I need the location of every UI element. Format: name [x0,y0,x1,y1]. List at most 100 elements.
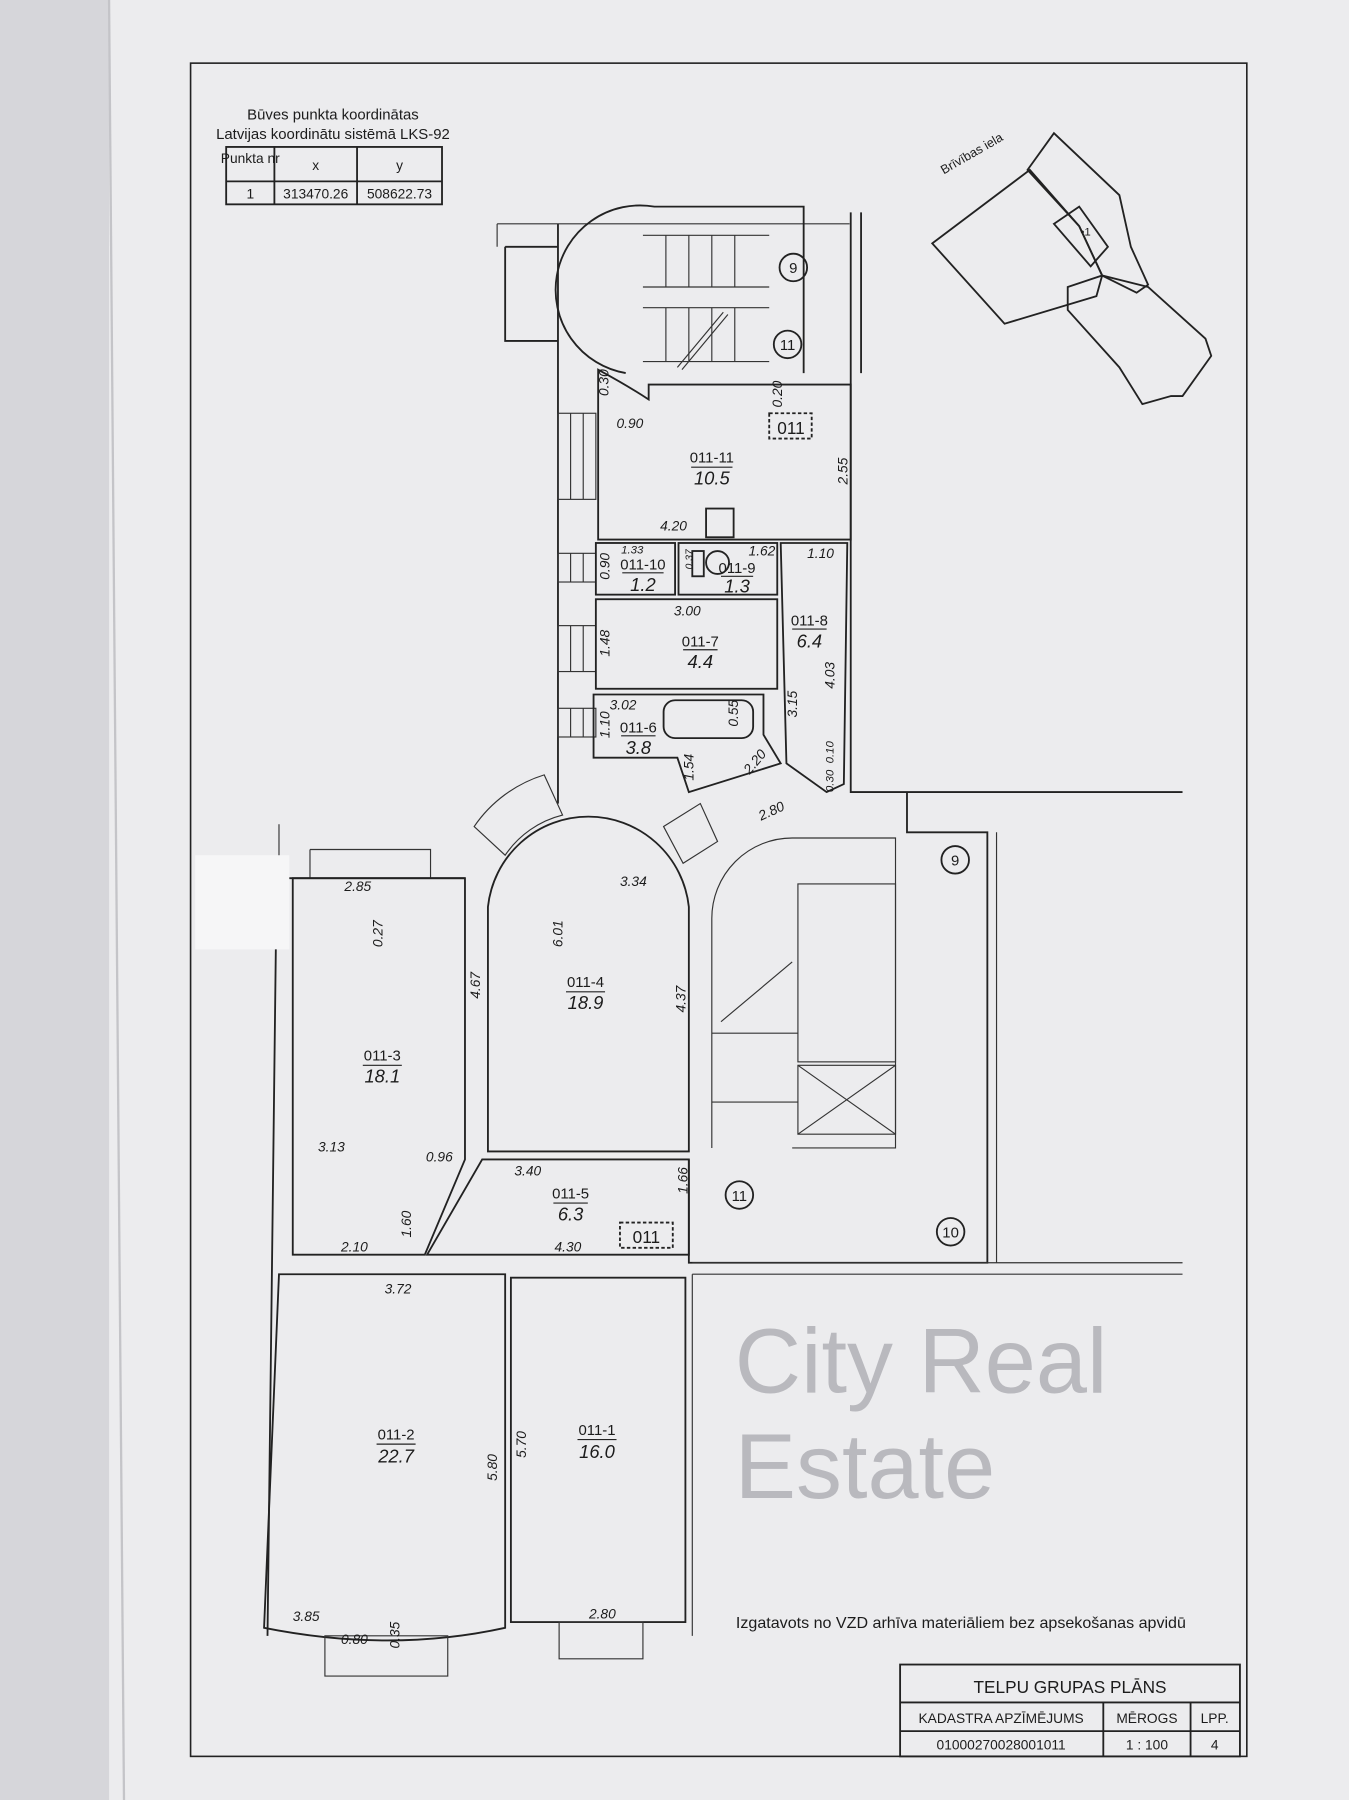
stair-marker: 11 [724,1180,755,1210]
svg-text:3.72: 3.72 [385,1282,412,1297]
room-label: 011-63.8 [620,719,657,758]
svg-text:10: 10 [942,1225,959,1242]
svg-text:2.10: 2.10 [340,1239,368,1254]
svg-text:3.00: 3.00 [674,603,701,618]
svg-text:011-2: 011-2 [378,1427,415,1444]
svg-text:1.10: 1.10 [598,711,613,738]
room-label: 011-74.4 [682,633,719,672]
svg-text:5.80: 5.80 [485,1454,500,1481]
title-block: TELPU GRUPAS PLĀNS KADASTRA APZĪMĒJUMS M… [899,1663,1241,1758]
stair-marker: 9 [940,845,970,875]
room-label: 011-56.3 [552,1185,589,1224]
svg-text:3.15: 3.15 [785,690,800,717]
svg-text:0.90: 0.90 [617,416,644,431]
archive-note: Izgatavots no VZD arhīva materiāliem bez… [736,1614,1186,1632]
svg-text:16.0: 16.0 [579,1441,616,1462]
svg-text:1.60: 1.60 [399,1210,414,1237]
svg-text:011-8: 011-8 [791,613,828,630]
svg-text:011-9: 011-9 [719,560,756,577]
scale-value: 1 : 100 [1126,1737,1168,1752]
svg-text:1.2: 1.2 [630,574,656,595]
stair-top [554,204,805,374]
coord-cell-nr: 1 [246,187,254,202]
svg-text:4.67: 4.67 [468,971,483,999]
svg-text:011-1: 011-1 [578,1422,615,1439]
header-scale: MĒROGS [1116,1711,1177,1726]
svg-text:6.4: 6.4 [797,630,823,651]
coord-title-1: Būves punkta koordinātas [247,106,419,123]
svg-text:3.40: 3.40 [514,1164,541,1179]
watermark: City Real Estate [734,1309,1108,1518]
svg-text:0.90: 0.90 [598,553,613,580]
stair-marker: 9 [778,252,809,283]
svg-text:3.34: 3.34 [620,874,647,889]
svg-text:22.7: 22.7 [377,1446,415,1467]
svg-text:0.80: 0.80 [341,1632,368,1647]
coord-header-y: y [396,158,403,173]
room-label: 011-2 22.7 [376,1427,416,1467]
header-cadastre: KADASTRA APZĪMĒJUMS [919,1711,1084,1726]
svg-text:9: 9 [951,853,959,870]
svg-text:18.9: 18.9 [568,992,604,1013]
svg-text:18.1: 18.1 [364,1066,400,1087]
svg-text:1.3: 1.3 [724,575,750,596]
svg-text:011-7: 011-7 [682,633,719,650]
svg-text:1.54: 1.54 [681,753,696,780]
room-label: 011-86.4 [791,613,828,652]
coord-cell-y: 508622.73 [367,187,432,202]
svg-text:011-4: 011-4 [567,974,604,991]
svg-text:3.85: 3.85 [293,1609,320,1624]
svg-text:0.27: 0.27 [370,919,385,947]
svg-text:0.30: 0.30 [596,369,611,396]
room-label: 011-418.9 [566,974,606,1013]
stair-marker: 10 [935,1217,966,1247]
room-details [324,774,988,1677]
svg-text:3.13: 3.13 [318,1139,345,1154]
svg-text:0.20: 0.20 [770,380,785,407]
svg-text:4.4: 4.4 [688,651,714,672]
binding-shadow [0,0,110,1800]
svg-text:0.55: 0.55 [726,700,741,727]
room-label: 011-318.1 [362,1048,402,1087]
svg-text:3.02: 3.02 [610,697,637,712]
svg-text:0.96: 0.96 [426,1150,453,1165]
svg-text:2.80: 2.80 [588,1607,616,1622]
svg-text:11: 11 [780,337,795,354]
svg-text:2.55: 2.55 [835,457,850,485]
svg-text:11: 11 [732,1188,747,1205]
stair-marker: 11 [772,329,803,360]
group-tag: 011 [633,1227,660,1247]
coord-header-x: x [312,158,319,173]
room-label: 011-1 16.0 [577,1422,617,1462]
site-point-label: •1 [1080,226,1090,238]
svg-text:10.5: 10.5 [694,467,731,488]
svg-text:4.30: 4.30 [555,1239,582,1254]
coord-title-2: Latvijas koordinātu sistēmā LKS-92 [216,126,450,143]
group-tag: 011 [777,418,804,438]
svg-text:4.20: 4.20 [660,518,687,533]
svg-text:5.70: 5.70 [514,1431,529,1458]
svg-text:1.48: 1.48 [598,629,613,656]
coord-header-nr: Punkta nr [221,151,280,166]
svg-text:2.85: 2.85 [343,879,371,894]
svg-text:1.66: 1.66 [676,1167,691,1194]
svg-text:0.30: 0.30 [825,769,837,792]
svg-text:6.01: 6.01 [551,920,566,947]
coordinates-table: Būves punkta koordinātas Latvijas koordi… [216,106,450,206]
drawing-frame [189,62,1248,1758]
svg-text:1.62: 1.62 [749,544,776,559]
plan-title: TELPU GRUPAS PLĀNS [974,1677,1167,1697]
cadastre-number: 01000270028001011 [937,1737,1066,1752]
svg-text:0.35: 0.35 [388,1621,403,1648]
svg-text:9: 9 [789,260,797,277]
svg-text:1.33: 1.33 [621,544,644,556]
coord-cell-x: 313470.26 [283,187,348,202]
svg-text:3.8: 3.8 [626,737,652,758]
watermark-logo [195,855,290,950]
header-page: LPP. [1201,1711,1229,1726]
watermark-text: City Real Estate [734,1309,1108,1518]
svg-text:011-6: 011-6 [620,719,657,736]
svg-text:011-5: 011-5 [552,1185,589,1202]
svg-text:0.37: 0.37 [684,548,695,569]
